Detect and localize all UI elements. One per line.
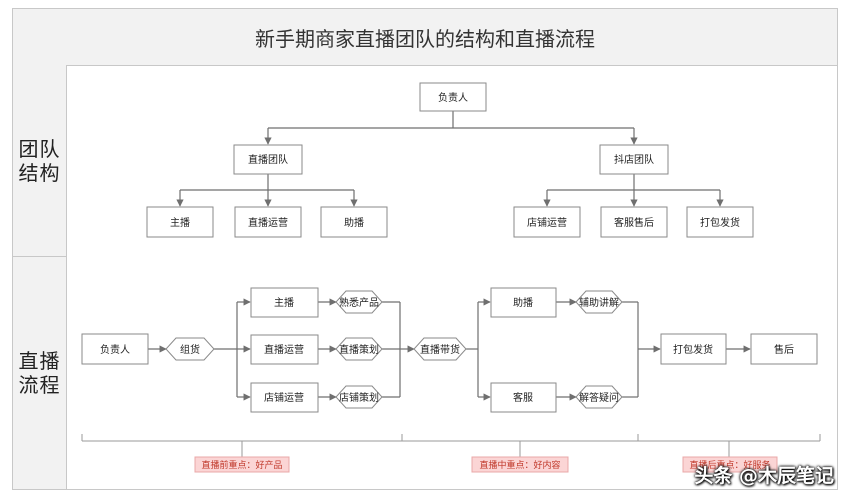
team-node-service-label: 客服售后 [614, 216, 654, 229]
row-label-team-line1: 团队 [18, 136, 61, 161]
flow-step-packing-label: 打包发货 [673, 343, 713, 356]
watermark: 头条 @木辰笔记 [694, 465, 834, 487]
flow-role-anchor: 主播 [250, 287, 319, 318]
note-during-live-label: 直播中重点：好内容 [479, 459, 560, 471]
flow-task-answer-questions: 解答疑问 [575, 385, 623, 409]
flow-start-label: 负责人 [100, 343, 130, 356]
team-node-shop-ops-label: 店铺运营 [527, 216, 567, 229]
team-node-live-ops: 直播运营 [234, 206, 302, 238]
team-node-service: 客服售后 [600, 206, 668, 238]
team-root-label: 负责人 [438, 91, 468, 104]
flow-task-assist-explain: 辅助讲解 [575, 290, 623, 314]
team-node-assistant: 助播 [320, 206, 388, 238]
flow-task-shop-plan: 店铺策划 [335, 385, 383, 409]
note-post-live-label: 直播后重点：好服务 [689, 459, 770, 471]
flow-end-node: 售后 [750, 333, 818, 365]
flow-role-shop-ops: 店铺运营 [250, 382, 319, 413]
team-node-packing-label: 打包发货 [700, 216, 740, 229]
flow-start-node: 负责人 [81, 333, 149, 365]
flow-role-service-label: 客服 [513, 391, 533, 404]
flow-step-assemble: 组货 [165, 337, 215, 361]
flow-task-know-product-label: 熟悉产品 [339, 296, 379, 309]
team-node-shop-ops: 店铺运营 [513, 206, 581, 238]
note-post-live: 直播后重点：好服务 [682, 456, 778, 473]
team-node-packing: 打包发货 [686, 206, 754, 238]
note-during-live: 直播中重点：好内容 [471, 456, 569, 473]
flow-task-assist-explain-label: 辅助讲解 [579, 296, 619, 309]
page-title: 新手期商家直播团队的结构和直播流程 [13, 9, 837, 66]
team-root-node: 负责人 [419, 82, 487, 112]
team-node-assistant-label: 助播 [344, 216, 364, 229]
team-node-anchor: 主播 [146, 206, 214, 238]
flow-role-live-ops: 直播运营 [250, 334, 319, 365]
flow-role-assistant-label: 助播 [513, 296, 533, 309]
row-label-team-line2: 结构 [18, 160, 61, 185]
flow-task-answer-questions-label: 解答疑问 [579, 391, 619, 404]
flow-task-live-plan: 直播策划 [335, 337, 383, 361]
phase-bracket [81, 434, 821, 457]
flow-role-live-ops-label: 直播运营 [264, 343, 304, 356]
flow-end-label: 售后 [774, 343, 794, 356]
team-node-live-ops-label: 直播运营 [248, 216, 288, 229]
flow-role-shop-ops-label: 店铺运营 [264, 391, 304, 404]
flow-connectors [148, 298, 751, 401]
note-pre-live-label: 直播前重点：好产品 [201, 459, 282, 471]
flow-task-shop-plan-label: 店铺策划 [339, 391, 379, 404]
team-node-anchor-label: 主播 [170, 216, 190, 229]
note-pre-live: 直播前重点：好产品 [194, 456, 290, 473]
row-label-flow: 直播流程 [13, 257, 67, 489]
flow-step-packing: 打包发货 [660, 333, 727, 365]
flow-role-assistant: 助播 [490, 287, 557, 318]
row-label-flow-line1: 直播 [18, 349, 61, 373]
team-branch-live: 直播团队 [233, 144, 303, 175]
flow-step-live-selling: 直播带货 [413, 337, 467, 361]
flow-role-anchor-label: 主播 [274, 296, 294, 309]
team-branch-shop: 抖店团队 [599, 144, 669, 175]
row-label-flow-line2: 流程 [18, 373, 61, 397]
team-branch-shop-label: 抖店团队 [614, 153, 654, 166]
team-connectors [176, 111, 724, 207]
flow-role-service: 客服 [490, 382, 557, 413]
flow-step-live-selling-label: 直播带货 [420, 343, 460, 356]
flow-step-assemble-label: 组货 [180, 343, 200, 356]
flow-task-know-product: 熟悉产品 [335, 290, 383, 314]
flow-task-live-plan-label: 直播策划 [339, 343, 379, 356]
team-branch-live-label: 直播团队 [248, 153, 288, 166]
row-label-team: 团队结构 [13, 65, 67, 257]
